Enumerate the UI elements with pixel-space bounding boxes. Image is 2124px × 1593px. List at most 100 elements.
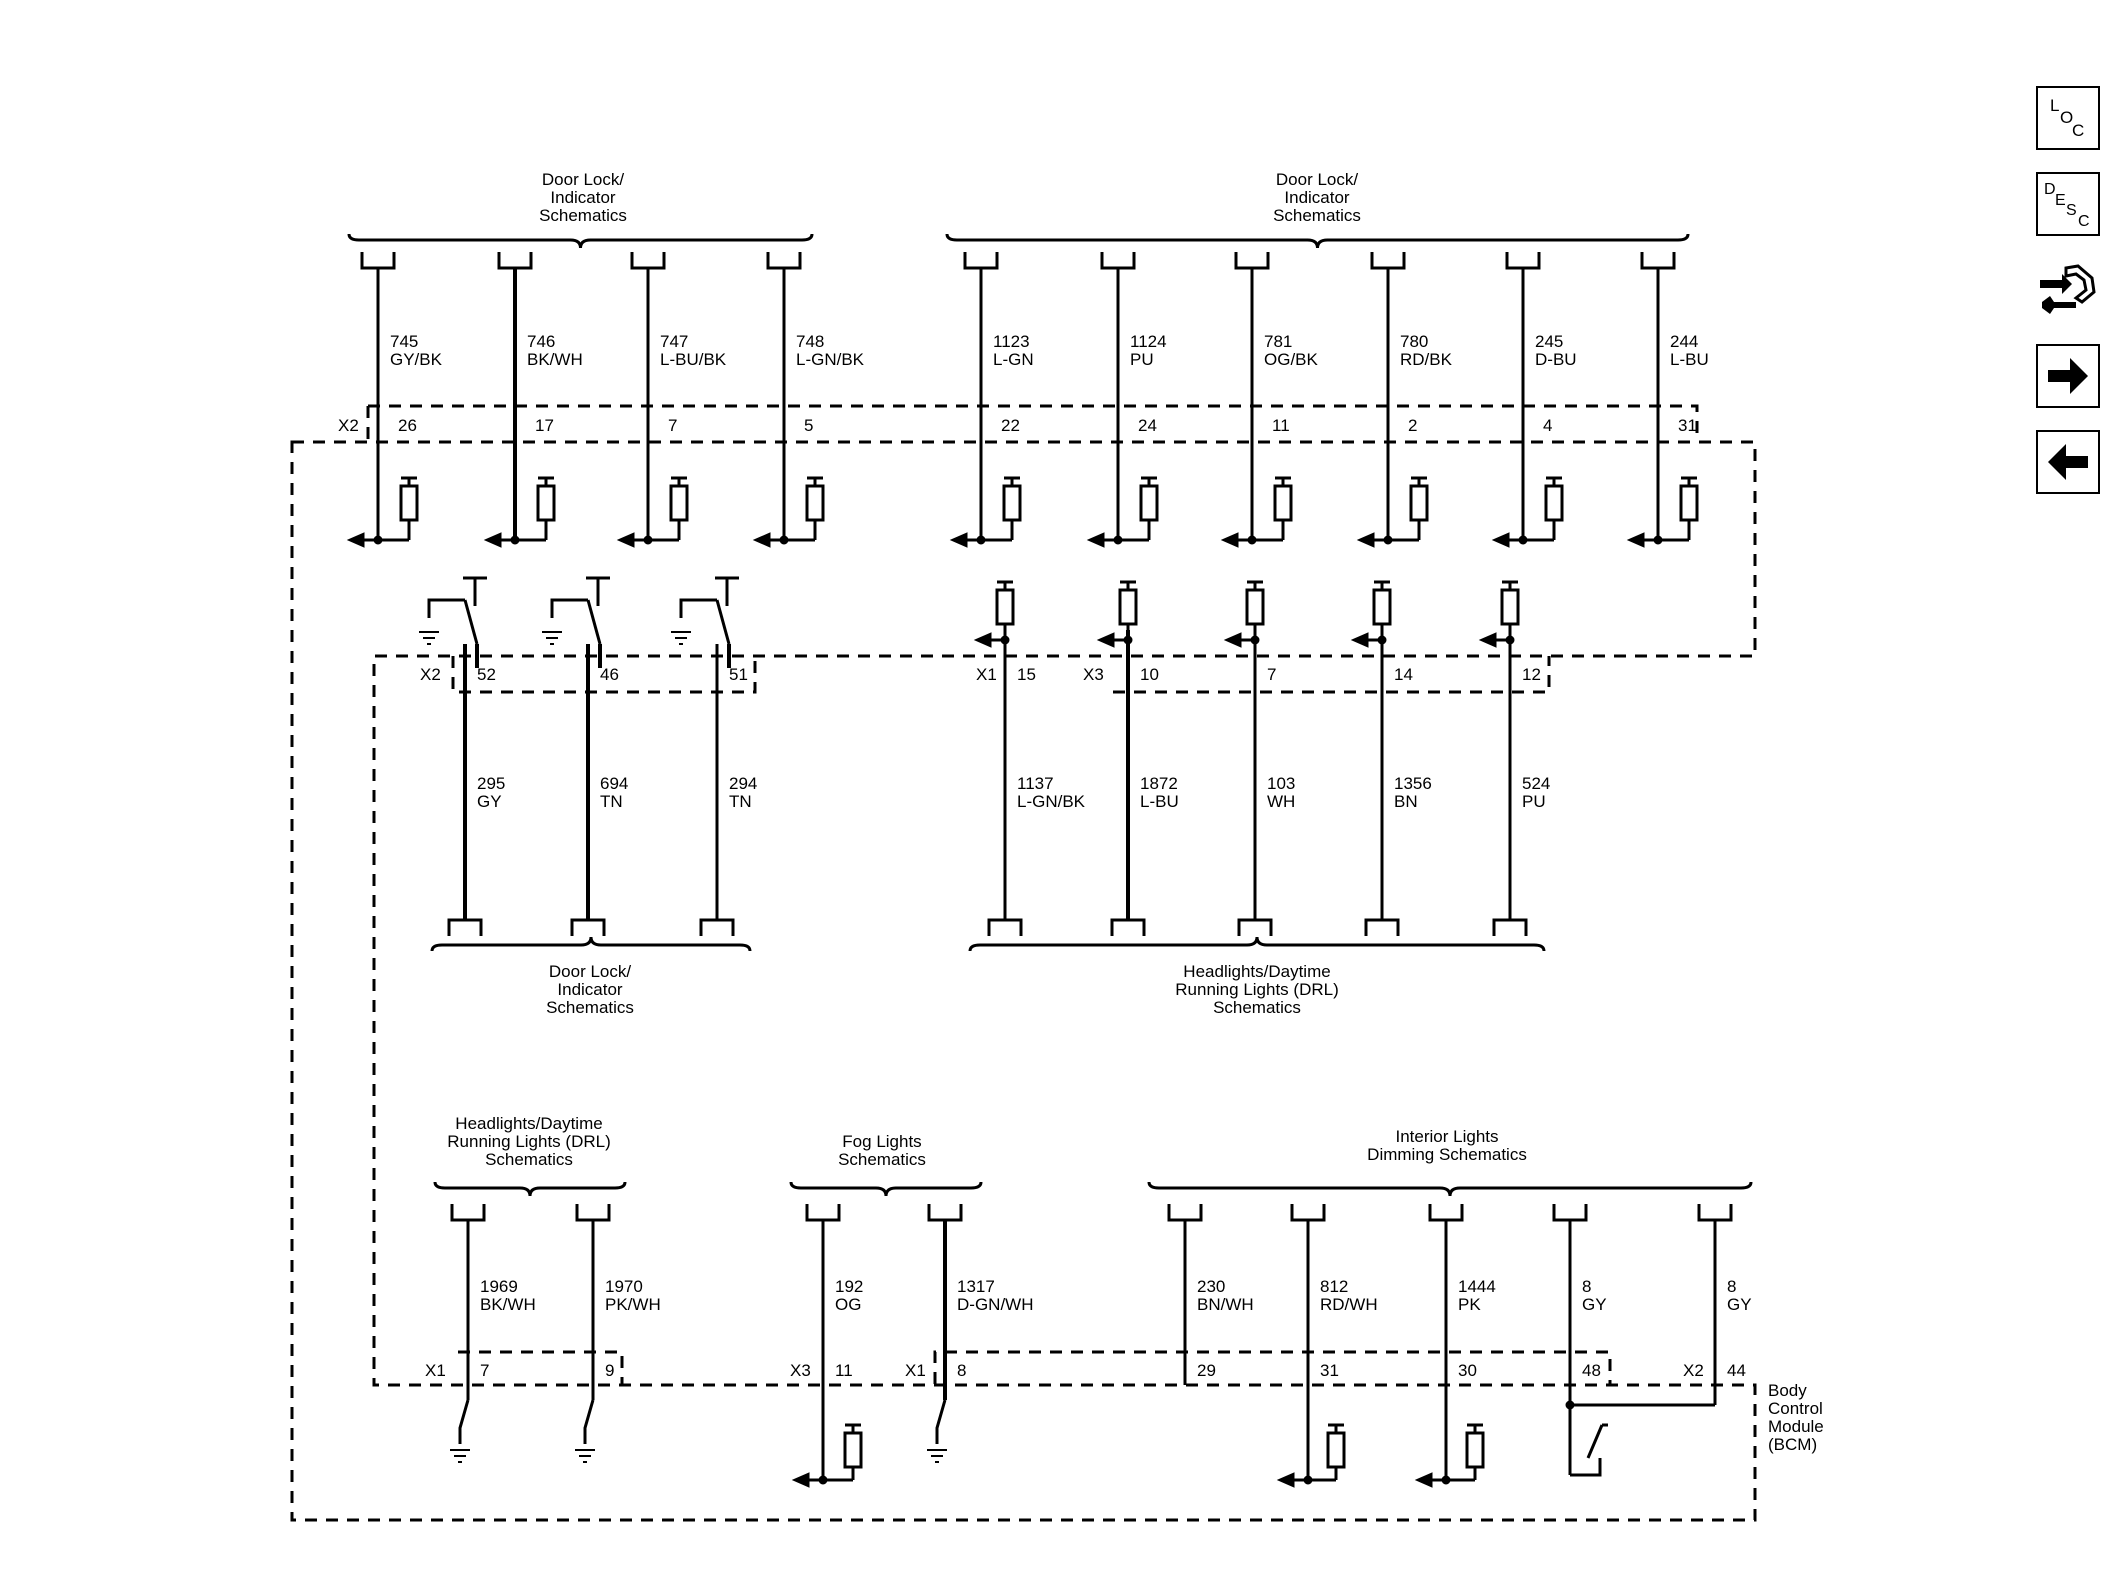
connector-terminal xyxy=(1697,1204,1733,1222)
bcm-module-outline xyxy=(290,440,1757,1522)
connector-terminal xyxy=(570,918,606,936)
group-label-line: Schematics xyxy=(1273,206,1361,225)
pin-number: 48 xyxy=(1582,1361,1601,1380)
pin-number: 14 xyxy=(1394,665,1413,684)
wire-color: WH xyxy=(1267,792,1295,811)
connector-terminal xyxy=(1640,252,1676,270)
desc-letter-c: C xyxy=(2078,213,2090,230)
switch-supply xyxy=(715,576,739,606)
description-button[interactable]: D E S C xyxy=(2036,172,2100,236)
pin-number: 11 xyxy=(835,1361,853,1380)
ground-switch xyxy=(935,1399,947,1444)
pin-number: 15 xyxy=(1017,665,1036,684)
wire-color: GY xyxy=(477,792,502,811)
pin-number: 52 xyxy=(477,665,496,684)
wire-color: L-GN xyxy=(993,350,1034,369)
circuit-number: 1356 xyxy=(1394,774,1432,793)
arrow-head xyxy=(1096,632,1115,648)
junction-dot xyxy=(373,535,383,545)
circuit-number: 1317 xyxy=(957,1277,995,1296)
circuit-number: 1970 xyxy=(605,1277,643,1296)
pull-resistor xyxy=(843,1431,863,1469)
pin-number: 26 xyxy=(398,416,417,435)
arrow-head xyxy=(973,632,992,648)
wire-color: D-BU xyxy=(1535,350,1577,369)
circuit-number: 103 xyxy=(1267,774,1295,793)
arrow-head xyxy=(1626,532,1645,548)
pull-resistor xyxy=(1544,484,1564,522)
arrow-head xyxy=(1414,1472,1433,1488)
dimming-switch xyxy=(1570,1423,1608,1477)
connector-terminal xyxy=(1552,1204,1588,1222)
circuit-number: 780 xyxy=(1400,332,1428,351)
pin-number: 31 xyxy=(1320,1361,1339,1380)
wire-color: L-BU xyxy=(1670,350,1709,369)
connector-terminal xyxy=(360,252,396,270)
group-label-line: Indicator xyxy=(557,980,623,999)
group-label-line: Schematics xyxy=(546,998,634,1017)
connector-terminal xyxy=(1505,252,1541,270)
junction-dot xyxy=(976,535,986,545)
desc-letter-d: D xyxy=(2044,181,2056,198)
module-label-line: Module xyxy=(1768,1417,1824,1436)
wire-color: L-GN/BK xyxy=(1017,792,1086,811)
connector-x1b-bottom xyxy=(933,1350,1612,1384)
loc-letter-l: L xyxy=(2050,96,2059,115)
connector-terminal xyxy=(1492,918,1528,936)
wire-color: OG xyxy=(835,1295,861,1314)
group-label-line: Door Lock/ xyxy=(542,170,624,189)
group-label-line: Interior Lights xyxy=(1396,1127,1499,1146)
junction-dot xyxy=(1377,635,1387,645)
diagnostic-connector-button[interactable] xyxy=(2036,258,2100,322)
circuit-number: 295 xyxy=(477,774,505,793)
next-page-button[interactable] xyxy=(2036,344,2100,408)
connector-terminal xyxy=(1167,1204,1203,1222)
connector-terminal xyxy=(1100,252,1136,270)
harness-brace xyxy=(430,936,752,952)
connector-terminal xyxy=(927,1204,963,1222)
connector-x2-top xyxy=(368,404,1699,440)
circuit-number: 1123 xyxy=(993,332,1030,351)
circuit-number: 245 xyxy=(1535,332,1563,351)
arrow-head xyxy=(791,1472,810,1488)
arrow-head xyxy=(346,532,365,548)
pin-number: 7 xyxy=(1267,665,1276,684)
circuit-number: 1444 xyxy=(1458,1277,1496,1296)
ground-symbol xyxy=(927,1449,947,1463)
circuit-number: 694 xyxy=(600,774,628,793)
wire-color: PK/WH xyxy=(605,1295,661,1314)
pin-number: 22 xyxy=(1001,416,1020,435)
harness-brace xyxy=(1147,1181,1753,1197)
arrow-head xyxy=(1491,532,1510,548)
junction-dot xyxy=(510,535,520,545)
wire-color: L-BU xyxy=(1140,792,1179,811)
wire-color: RD/BK xyxy=(1400,350,1453,369)
connector-terminal xyxy=(497,252,533,270)
pin-number: 46 xyxy=(600,665,619,684)
arrow-head xyxy=(949,532,968,548)
harness-brace xyxy=(433,1181,627,1197)
connector-terminal xyxy=(766,252,802,270)
arrow-head xyxy=(1086,532,1105,548)
pin-number: 17 xyxy=(535,416,554,435)
wire-color: BN/WH xyxy=(1197,1295,1254,1314)
connector-id: X3 xyxy=(1083,665,1104,684)
switch-blade xyxy=(715,599,731,645)
pull-resistor xyxy=(1500,588,1520,626)
connector-id: X2 xyxy=(420,665,441,684)
location-button[interactable]: L O C xyxy=(2036,86,2100,150)
junction-dot xyxy=(1250,635,1260,645)
previous-page-button[interactable] xyxy=(2036,430,2100,494)
switch-blade xyxy=(463,599,479,645)
pull-resistor xyxy=(1372,588,1392,626)
wire-color: PK xyxy=(1458,1295,1481,1314)
junction-dot xyxy=(1247,535,1257,545)
arrow-head xyxy=(1223,632,1242,648)
connector-terminal xyxy=(630,252,666,270)
harness-brace xyxy=(945,233,1690,249)
arrow-head xyxy=(1356,532,1375,548)
junction-dot xyxy=(1113,535,1123,545)
group-label-line: Headlights/Daytime xyxy=(1183,962,1330,981)
group-label-line: Indicator xyxy=(1284,188,1350,207)
junction-dot xyxy=(1505,635,1515,645)
